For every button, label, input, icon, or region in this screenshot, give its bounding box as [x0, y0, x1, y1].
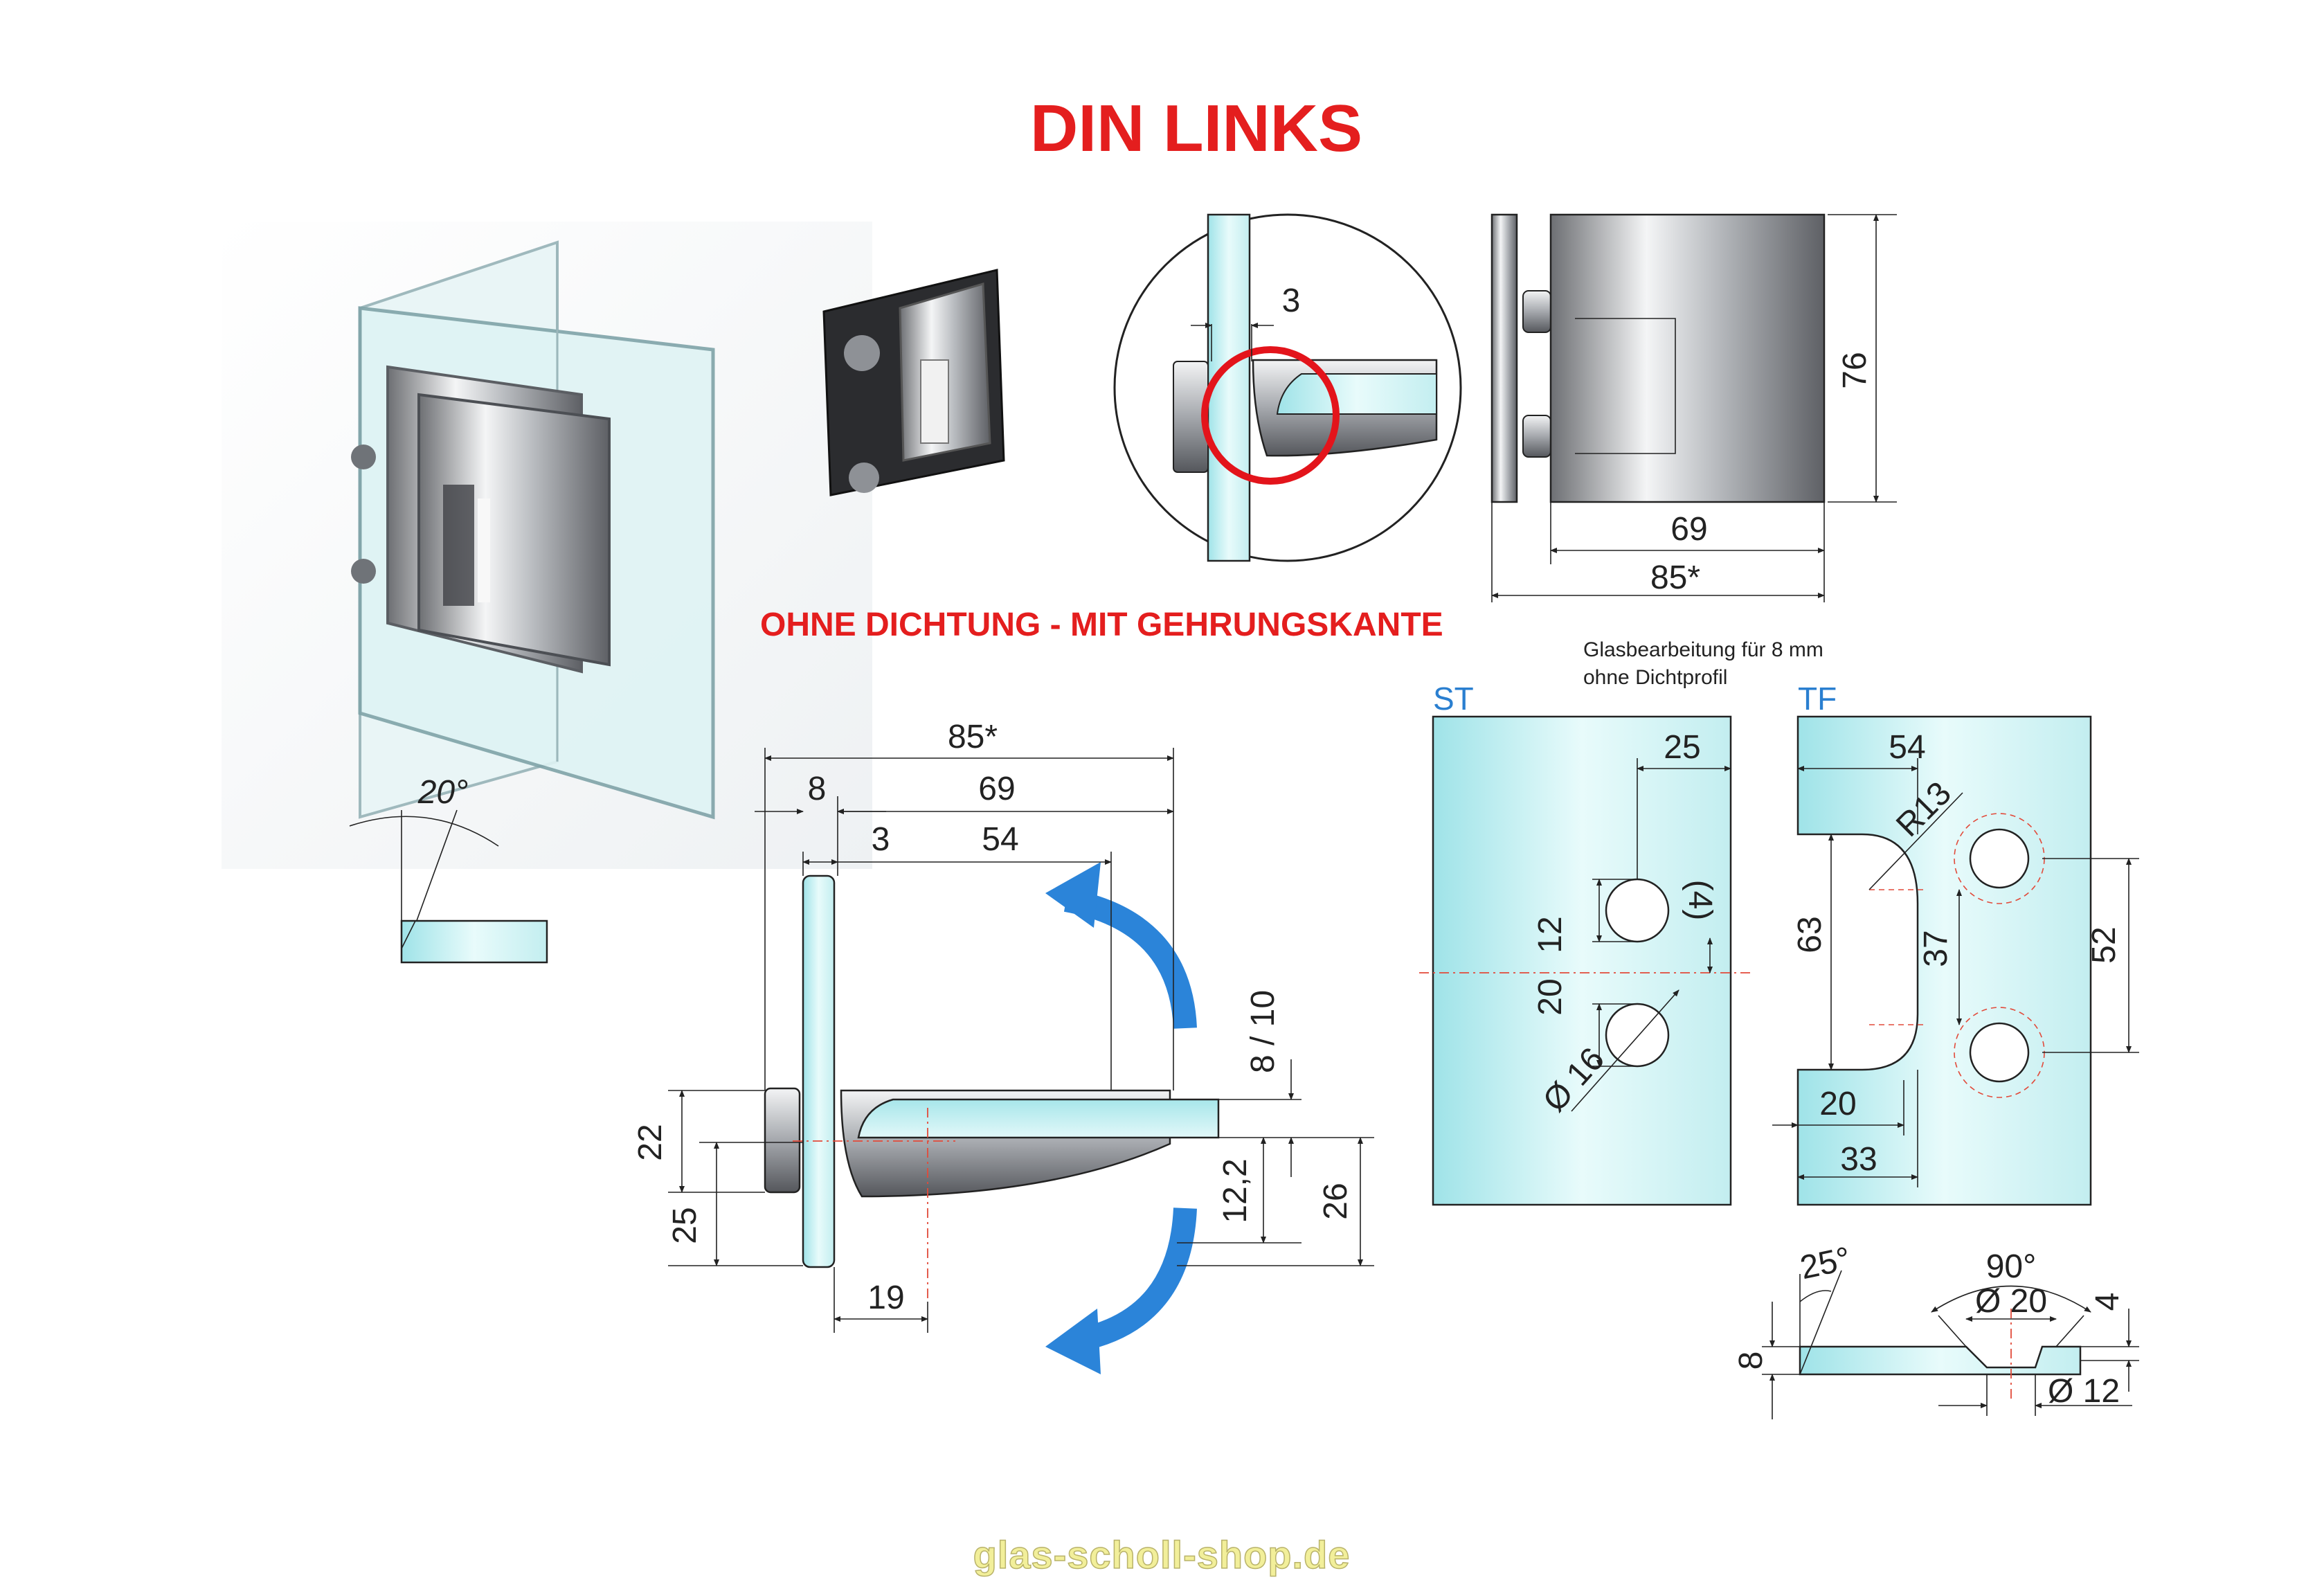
footer-watermark: glas-scholl-shop.de [973, 1533, 1351, 1577]
plan-body-69-label: 69 [978, 771, 1015, 807]
angle-inset: 20° [349, 774, 548, 964]
tag-st: ST [1433, 681, 1474, 717]
plan-view: 85* 8 69 3 54 22 25 8 / 10 12,2 26 [632, 719, 1374, 1374]
glass-note-line-2: ohne Dichtprofil [1583, 666, 1727, 689]
tf-54-label: 54 [1889, 729, 1925, 766]
cs-8-label: 8 [1733, 1352, 1769, 1370]
tf-33-label: 33 [1840, 1141, 1877, 1178]
gap-3-label: 3 [1282, 282, 1301, 319]
tf-63-label: 63 [1792, 916, 1828, 953]
drawing-title: DIN LINKS [1030, 91, 1362, 165]
plan-offset-3-label: 3 [872, 821, 890, 858]
tag-tf: TF [1798, 681, 1837, 717]
cs-90deg-label: 90° [1986, 1248, 2037, 1285]
cutout-tf: TF 54 R13 63 37 52 20 33 [1772, 681, 2139, 1206]
st-12-label: 12 [1532, 916, 1569, 953]
cs-4-label: 4 [2089, 1293, 2126, 1311]
st-20-label: 20 [1532, 978, 1569, 1015]
st-25-label: 25 [1664, 729, 1700, 766]
cs-25deg-label: 25° [1797, 1240, 1854, 1286]
cutout-st: ST 25 (4) 12 20 Ø 16 [1419, 681, 1751, 1206]
plan-right-26-label: 26 [1317, 1183, 1354, 1219]
small-hinge-photo [822, 269, 1005, 496]
width-69-label: 69 [1670, 511, 1707, 548]
tf-20-label: 20 [1819, 1086, 1856, 1122]
plan-arm-54-label: 54 [982, 821, 1018, 858]
width-85-label: 85* [1650, 559, 1700, 596]
glass-note-line-1: Glasbearbeitung für 8 mm [1583, 638, 1823, 661]
plan-bottom-19-label: 19 [867, 1280, 904, 1316]
countersink-detail: 25° 90° Ø 20 Ø 12 8 4 [1733, 1240, 2139, 1419]
height-76-label: 76 [1837, 352, 1873, 388]
plan-right-8-10-label: 8 / 10 [1245, 990, 1281, 1073]
tf-52-label: 52 [2086, 926, 2123, 963]
detail-circle: 3 [1113, 213, 1462, 562]
plan-left-25-label: 25 [667, 1207, 703, 1244]
front-view: 76 69 85* [1490, 213, 1897, 602]
plan-right-12-2-label: 12,2 [1217, 1158, 1254, 1223]
plan-left-22-label: 22 [632, 1124, 669, 1160]
st-4-label: (4) [1682, 880, 1718, 921]
angle-20-label: 20° [417, 774, 469, 811]
drawing-subtitle: OHNE DICHTUNG - MIT GEHRUNGSKANTE [760, 607, 1443, 643]
tf-37-label: 37 [1918, 930, 1954, 967]
plan-total-85-label: 85* [948, 719, 998, 755]
cs-dia12-label: Ø 12 [2048, 1373, 2120, 1410]
cs-dia20-label: Ø 20 [1975, 1283, 2047, 1320]
product-photo [222, 222, 1005, 869]
plan-glass-8-label: 8 [808, 771, 827, 807]
